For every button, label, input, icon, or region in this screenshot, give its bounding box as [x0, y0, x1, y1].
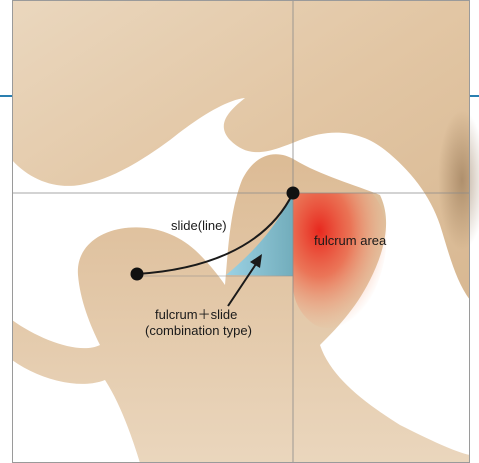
- slide-start-point: [131, 268, 144, 281]
- fulcrum-point: [287, 187, 300, 200]
- fulcrum-area-label: fulcrum area: [314, 233, 387, 248]
- combo-label-line1: fulcrum＋slide: [155, 307, 237, 322]
- combo-label-line2: (combination type): [145, 323, 252, 338]
- slide-label: slide(line): [171, 218, 227, 233]
